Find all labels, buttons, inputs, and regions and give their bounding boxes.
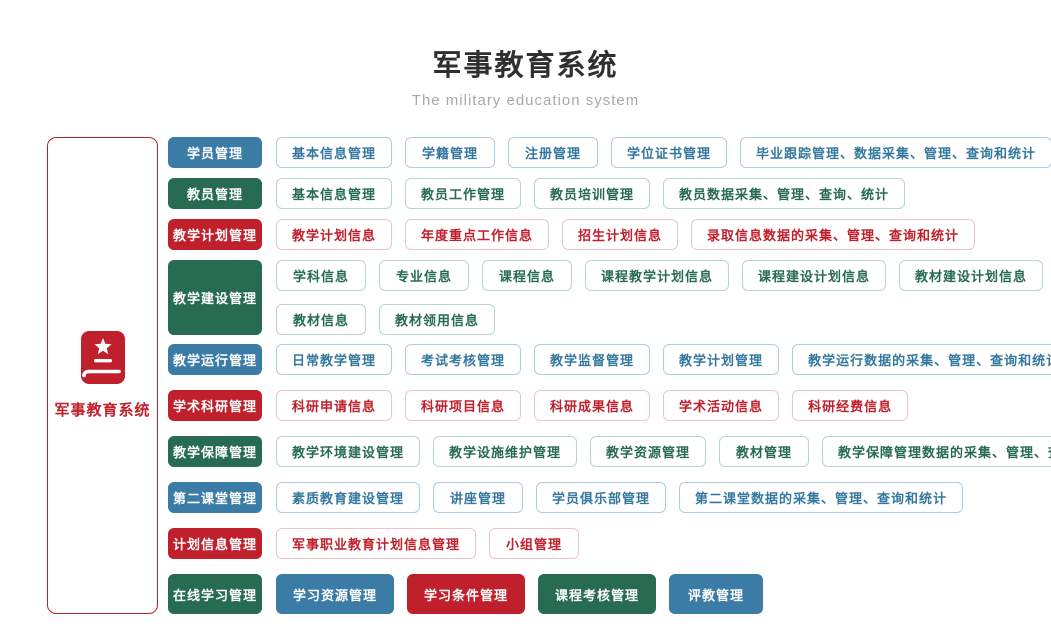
module-button[interactable]: 第二课堂管理 bbox=[168, 482, 262, 513]
module-row-8: 第二课堂管理素质教育建设管理讲座管理学员俱乐部管理第二课堂数据的采集、管理、查询… bbox=[168, 482, 1051, 513]
submodule-button[interactable]: 课程信息 bbox=[482, 260, 572, 291]
module-row-5: 教学运行管理日常教学管理考试考核管理教学监督管理教学计划管理教学运行数据的采集、… bbox=[168, 344, 1051, 375]
submodule-button[interactable]: 学籍管理 bbox=[405, 137, 496, 168]
submodule-button[interactable]: 教学运行数据的采集、管理、查询和统计 bbox=[792, 344, 1051, 375]
submodule-button[interactable]: 教学设施维护管理 bbox=[433, 436, 578, 467]
submodule-row: 学科信息专业信息课程信息课程教学计划信息课程建设计划信息教材建设计划信息 bbox=[276, 260, 1044, 291]
submodule-button[interactable]: 教学环境建设管理 bbox=[276, 436, 421, 467]
submodule-button[interactable]: 第二课堂数据的采集、管理、查询和统计 bbox=[679, 482, 964, 513]
submodule-button[interactable]: 教学保障管理数据的采集、管理、查询和统计 bbox=[822, 436, 1051, 467]
submodule-button[interactable]: 教员数据采集、管理、查询、统计 bbox=[663, 178, 906, 209]
submodule-row: 基本信息管理学籍管理注册管理学位证书管理毕业跟踪管理、数据采集、管理、查询和统计 bbox=[276, 137, 1051, 168]
submodule-button[interactable]: 评教管理 bbox=[669, 574, 764, 614]
submodule-row: 教材信息教材领用信息 bbox=[276, 304, 1043, 335]
book-star-icon bbox=[80, 331, 126, 390]
submodule-button[interactable]: 科研成果信息 bbox=[534, 390, 651, 421]
module-row-6: 学术科研管理科研申请信息科研项目信息科研成果信息学术活动信息科研经费信息 bbox=[168, 390, 1051, 421]
submodule-button[interactable]: 教学资源管理 bbox=[590, 436, 707, 467]
submodule-button[interactable]: 学员俱乐部管理 bbox=[536, 482, 667, 513]
page-header: 军事教育系统 The military education system bbox=[0, 0, 1051, 109]
module-button[interactable]: 学员管理 bbox=[168, 137, 262, 168]
module-row-1: 学员管理基本信息管理学籍管理注册管理学位证书管理毕业跟踪管理、数据采集、管理、查… bbox=[168, 137, 1051, 168]
submodule-row: 科研申请信息科研项目信息科研成果信息学术活动信息科研经费信息 bbox=[276, 390, 909, 421]
module-rows: 学员管理基本信息管理学籍管理注册管理学位证书管理毕业跟踪管理、数据采集、管理、查… bbox=[168, 137, 1051, 614]
submodule-button[interactable]: 课程考核管理 bbox=[538, 574, 657, 614]
submodule-button[interactable]: 招生计划信息 bbox=[562, 219, 679, 250]
module-button[interactable]: 在线学习管理 bbox=[168, 574, 262, 614]
submodule-button[interactable]: 录取信息数据的采集、管理、查询和统计 bbox=[691, 219, 976, 250]
submodule-button[interactable]: 科研经费信息 bbox=[792, 390, 909, 421]
submodule-button[interactable]: 教学计划信息 bbox=[276, 219, 393, 250]
module-button[interactable]: 教学保障管理 bbox=[168, 436, 262, 467]
submodule-button[interactable]: 教材领用信息 bbox=[379, 304, 496, 335]
submodule-button[interactable]: 素质教育建设管理 bbox=[276, 482, 421, 513]
submodule-group: 学科信息专业信息课程信息课程教学计划信息课程建设计划信息教材建设计划信息教材信息… bbox=[276, 260, 1044, 335]
submodule-button[interactable]: 教材建设计划信息 bbox=[899, 260, 1044, 291]
submodule-row: 教学环境建设管理教学设施维护管理教学资源管理教材管理教学保障管理数据的采集、管理… bbox=[276, 436, 1051, 467]
submodule-row: 基本信息管理教员工作管理教员培训管理教员数据采集、管理、查询、统计 bbox=[276, 178, 906, 209]
module-row-10: 在线学习管理学习资源管理学习条件管理课程考核管理评教管理 bbox=[168, 574, 1051, 614]
submodule-button[interactable]: 教员培训管理 bbox=[534, 178, 651, 209]
system-root-label: 军事教育系统 bbox=[54, 402, 151, 419]
submodule-button[interactable]: 基本信息管理 bbox=[276, 137, 393, 168]
submodule-group: 日常教学管理考试考核管理教学监督管理教学计划管理教学运行数据的采集、管理、查询和… bbox=[276, 344, 1051, 375]
submodule-group: 军事职业教育计划信息管理小组管理 bbox=[276, 528, 580, 559]
submodule-button[interactable]: 学习条件管理 bbox=[407, 574, 526, 614]
submodule-button[interactable]: 小组管理 bbox=[489, 528, 580, 559]
submodule-button[interactable]: 教员工作管理 bbox=[405, 178, 522, 209]
system-root-card[interactable]: 军事教育系统 bbox=[47, 137, 158, 614]
module-button[interactable]: 学术科研管理 bbox=[168, 390, 262, 421]
module-button[interactable]: 教学计划管理 bbox=[168, 219, 262, 250]
module-row-3: 教学计划管理教学计划信息年度重点工作信息招生计划信息录取信息数据的采集、管理、查… bbox=[168, 219, 1051, 250]
module-row-4: 教学建设管理学科信息专业信息课程信息课程教学计划信息课程建设计划信息教材建设计划… bbox=[168, 260, 1051, 335]
submodule-group: 基本信息管理教员工作管理教员培训管理教员数据采集、管理、查询、统计 bbox=[276, 178, 906, 209]
submodule-button[interactable]: 教材管理 bbox=[719, 436, 810, 467]
module-row-7: 教学保障管理教学环境建设管理教学设施维护管理教学资源管理教材管理教学保障管理数据… bbox=[168, 436, 1051, 467]
submodule-button[interactable]: 学术活动信息 bbox=[663, 390, 780, 421]
submodule-row: 教学计划信息年度重点工作信息招生计划信息录取信息数据的采集、管理、查询和统计 bbox=[276, 219, 976, 250]
submodule-button[interactable]: 年度重点工作信息 bbox=[405, 219, 550, 250]
submodule-group: 素质教育建设管理讲座管理学员俱乐部管理第二课堂数据的采集、管理、查询和统计 bbox=[276, 482, 964, 513]
module-row-2: 教员管理基本信息管理教员工作管理教员培训管理教员数据采集、管理、查询、统计 bbox=[168, 178, 1051, 209]
submodule-button[interactable]: 课程建设计划信息 bbox=[742, 260, 887, 291]
submodule-row: 学习资源管理学习条件管理课程考核管理评教管理 bbox=[276, 574, 764, 614]
module-button[interactable]: 教学建设管理 bbox=[168, 260, 262, 335]
submodule-button[interactable]: 科研项目信息 bbox=[405, 390, 522, 421]
submodule-row: 日常教学管理考试考核管理教学监督管理教学计划管理教学运行数据的采集、管理、查询和… bbox=[276, 344, 1051, 375]
submodule-button[interactable]: 军事职业教育计划信息管理 bbox=[276, 528, 477, 559]
submodule-button[interactable]: 日常教学管理 bbox=[276, 344, 393, 375]
submodule-button[interactable]: 讲座管理 bbox=[433, 482, 524, 513]
module-button[interactable]: 教员管理 bbox=[168, 178, 262, 209]
submodule-group: 教学环境建设管理教学设施维护管理教学资源管理教材管理教学保障管理数据的采集、管理… bbox=[276, 436, 1051, 467]
submodule-button[interactable]: 教学监督管理 bbox=[534, 344, 651, 375]
submodule-button[interactable]: 科研申请信息 bbox=[276, 390, 393, 421]
submodule-group: 科研申请信息科研项目信息科研成果信息学术活动信息科研经费信息 bbox=[276, 390, 909, 421]
module-button[interactable]: 教学运行管理 bbox=[168, 344, 262, 375]
submodule-button[interactable]: 课程教学计划信息 bbox=[585, 260, 730, 291]
diagram: 军事教育系统 学员管理基本信息管理学籍管理注册管理学位证书管理毕业跟踪管理、数据… bbox=[47, 137, 1051, 614]
submodule-button[interactable]: 专业信息 bbox=[379, 260, 469, 291]
submodule-row: 素质教育建设管理讲座管理学员俱乐部管理第二课堂数据的采集、管理、查询和统计 bbox=[276, 482, 964, 513]
submodule-button[interactable]: 毕业跟踪管理、数据采集、管理、查询和统计 bbox=[740, 137, 1051, 168]
page-title: 军事教育系统 bbox=[432, 50, 619, 82]
submodule-button[interactable]: 考试考核管理 bbox=[405, 344, 522, 375]
submodule-button[interactable]: 基本信息管理 bbox=[276, 178, 393, 209]
page-subtitle: The military education system bbox=[411, 92, 640, 109]
module-row-9: 计划信息管理军事职业教育计划信息管理小组管理 bbox=[168, 528, 1051, 559]
module-button[interactable]: 计划信息管理 bbox=[168, 528, 262, 559]
submodule-group: 基本信息管理学籍管理注册管理学位证书管理毕业跟踪管理、数据采集、管理、查询和统计 bbox=[276, 137, 1051, 168]
submodule-button[interactable]: 注册管理 bbox=[508, 137, 599, 168]
submodule-group: 学习资源管理学习条件管理课程考核管理评教管理 bbox=[276, 574, 764, 614]
submodule-button[interactable]: 学习资源管理 bbox=[276, 574, 395, 614]
submodule-button[interactable]: 教材信息 bbox=[276, 304, 366, 335]
submodule-row: 军事职业教育计划信息管理小组管理 bbox=[276, 528, 580, 559]
submodule-group: 教学计划信息年度重点工作信息招生计划信息录取信息数据的采集、管理、查询和统计 bbox=[276, 219, 976, 250]
submodule-button[interactable]: 学科信息 bbox=[276, 260, 366, 291]
submodule-button[interactable]: 教学计划管理 bbox=[663, 344, 780, 375]
submodule-button[interactable]: 学位证书管理 bbox=[611, 137, 728, 168]
